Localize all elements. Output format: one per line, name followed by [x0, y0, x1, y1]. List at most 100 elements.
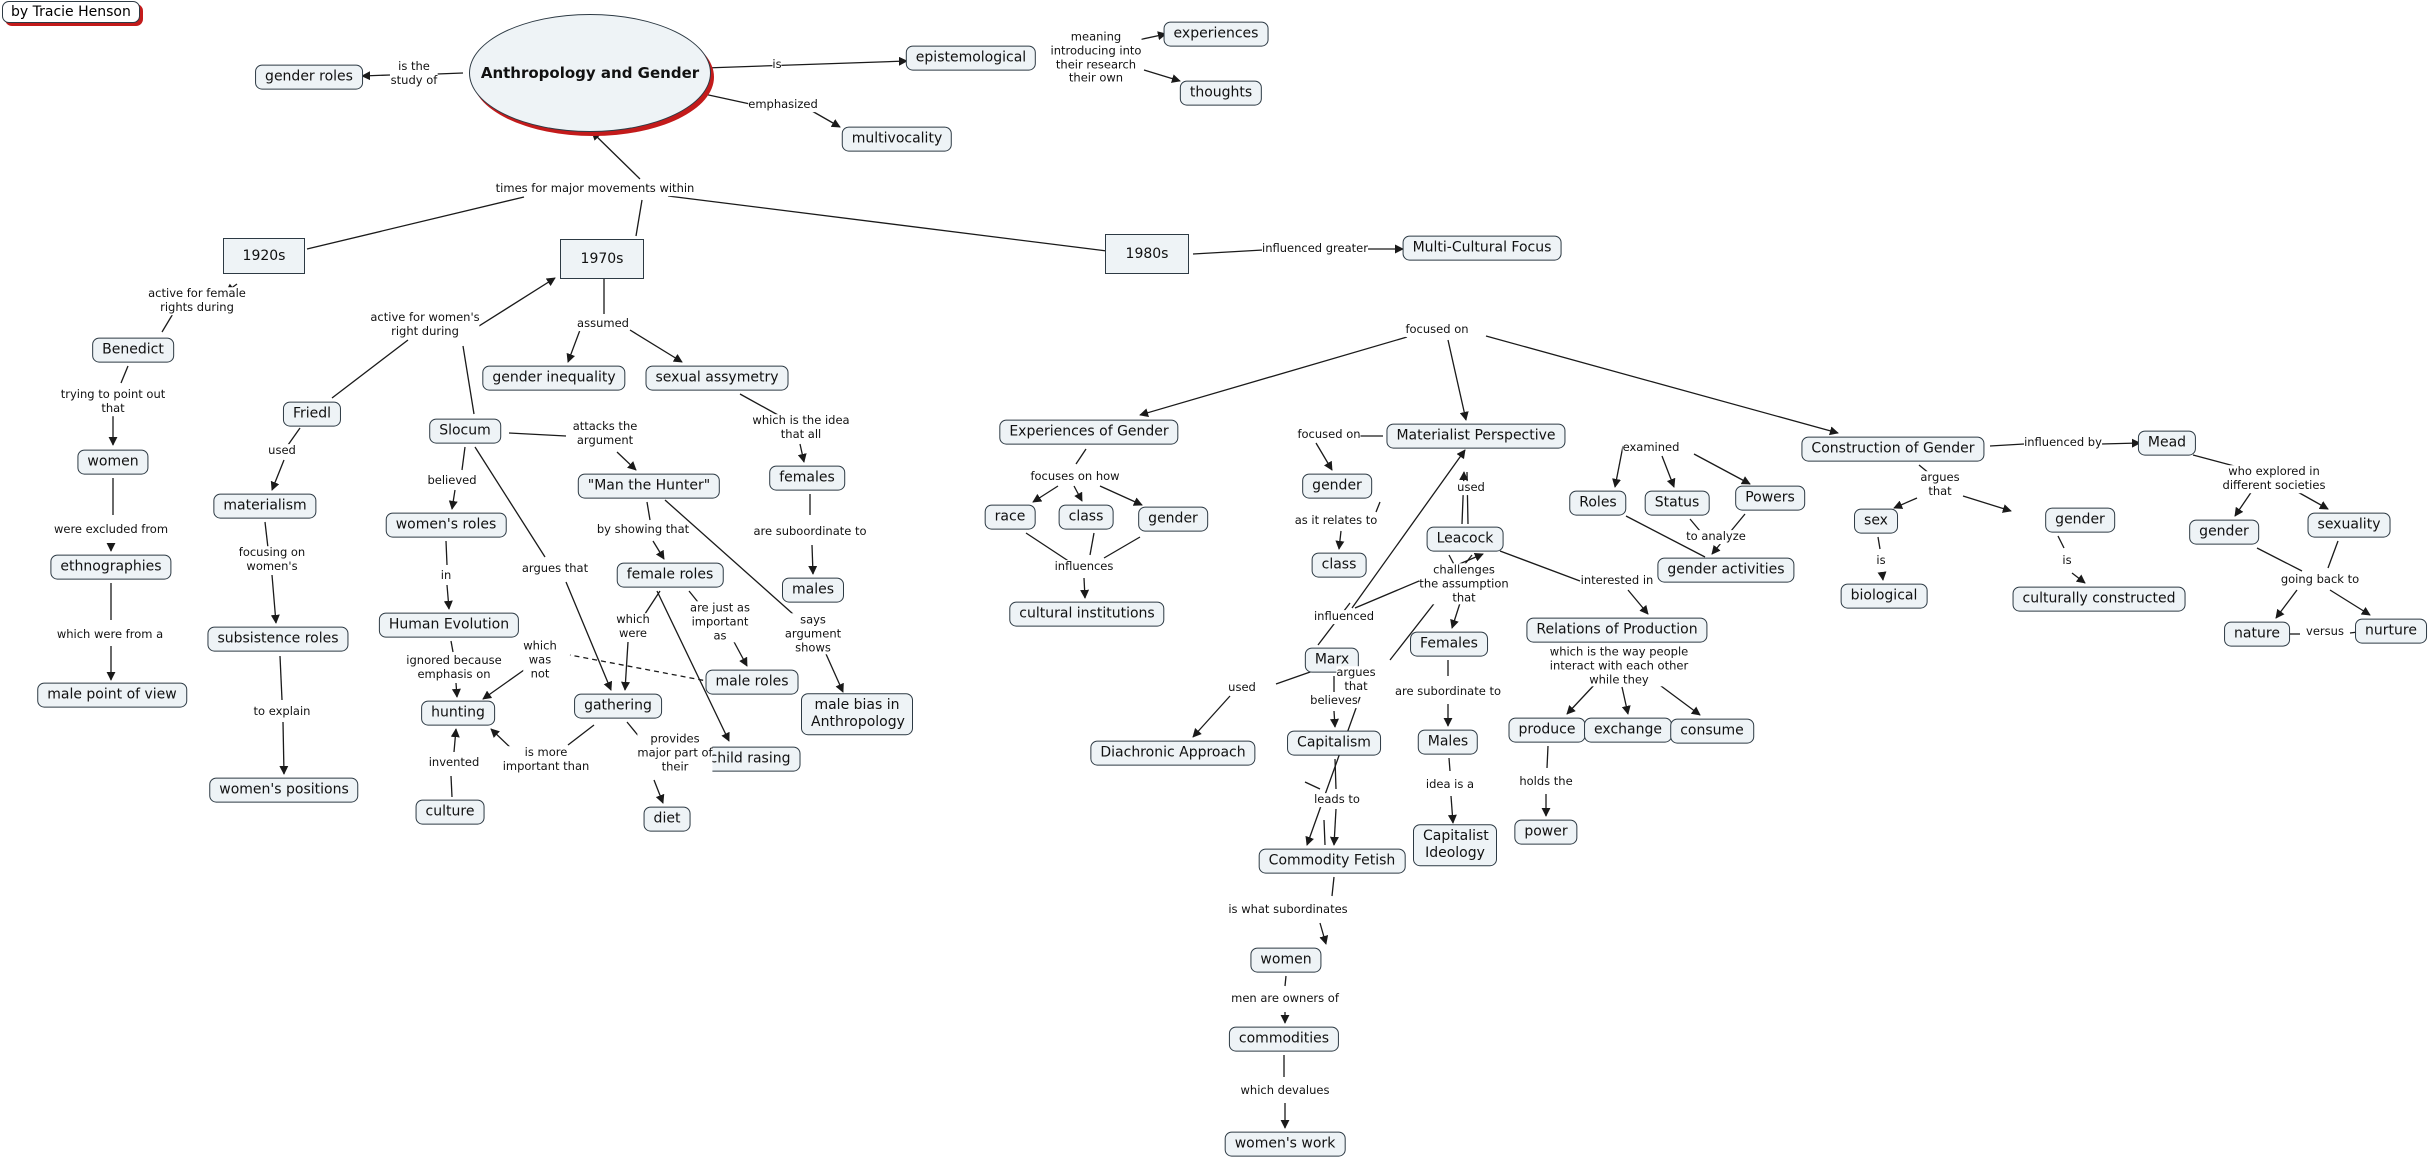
node-status[interactable]: Status	[1644, 490, 1710, 516]
connector-line-106	[1331, 876, 1335, 897]
node-anthropology-and-gender[interactable]: Anthropology and Gender	[469, 14, 711, 132]
connector-line-130	[2071, 572, 2086, 584]
node-child-rasing[interactable]: child rasing	[699, 746, 801, 772]
node-gender-2[interactable]: gender	[1302, 473, 1372, 499]
node-culture[interactable]: culture	[415, 799, 485, 825]
node-womens-work[interactable]: women's work	[1224, 1131, 1346, 1157]
node-female-roles[interactable]: female roles	[616, 562, 724, 588]
node-culturally-constructed[interactable]: culturally constructed	[2012, 586, 2186, 612]
node-human-evolution[interactable]: Human Evolution	[378, 612, 520, 638]
connector-line-67	[1485, 335, 1839, 436]
node-roles[interactable]: Roles	[1569, 490, 1627, 516]
node-thoughts[interactable]: thoughts	[1179, 80, 1263, 106]
node-commodity-fetish[interactable]: Commodity Fetish	[1258, 848, 1406, 874]
node-gender-1[interactable]: gender	[1138, 506, 1208, 532]
node-gathering[interactable]: gathering	[574, 693, 662, 719]
node-benedict[interactable]: Benedict	[92, 337, 174, 363]
node-males-2[interactable]: Males	[1417, 729, 1479, 755]
node-sex[interactable]: sex	[1854, 508, 1898, 534]
node-class-1[interactable]: class	[1058, 504, 1114, 530]
node-male-bias[interactable]: male bias in Anthropology	[801, 693, 913, 735]
connector-line-129	[2057, 535, 2065, 549]
link-label-trying: trying to point out that	[60, 387, 166, 416]
author-credit: by Tracie Henson	[2, 1, 140, 23]
node-nature[interactable]: nature	[2224, 621, 2290, 647]
connector-line-71	[1099, 485, 1143, 506]
node-capitalism[interactable]: Capitalism	[1287, 730, 1381, 756]
link-label-to-analyze: to analyze	[1686, 529, 1746, 544]
node-epistemological[interactable]: epistemological	[905, 45, 1037, 71]
connector-line-62	[797, 443, 807, 463]
node-mead[interactable]: Mead	[2137, 430, 2197, 456]
connector-line-128	[1877, 571, 1887, 581]
node-construction-of-gender[interactable]: Construction of Gender	[1801, 436, 1985, 462]
node-hunting[interactable]: hunting	[421, 700, 495, 726]
node-friedl[interactable]: Friedl	[282, 401, 342, 427]
node-gender-roles[interactable]: gender roles	[255, 64, 363, 90]
node-leacock[interactable]: Leacock	[1426, 526, 1504, 552]
node-women-2[interactable]: women	[1250, 947, 1322, 973]
node-gender-activities[interactable]: gender activities	[1657, 557, 1795, 583]
node-women-1[interactable]: women	[77, 449, 149, 475]
connector-line-54	[567, 724, 595, 746]
node-slocum[interactable]: Slocum	[429, 418, 501, 444]
node-male-point-of-view[interactable]: male point of view	[37, 682, 187, 708]
node-race[interactable]: race	[984, 504, 1036, 530]
node-nurture[interactable]: nurture	[2355, 618, 2427, 644]
connector-line-46	[621, 641, 630, 691]
node-produce[interactable]: produce	[1508, 717, 1586, 743]
node-sexual-assymetry[interactable]: sexual assymetry	[645, 365, 789, 391]
link-label-influenced: influenced	[1313, 609, 1375, 624]
node-class-2[interactable]: class	[1311, 552, 1367, 578]
node-materialist-perspective[interactable]: Materialist Perspective	[1386, 423, 1566, 449]
link-label-which-was-not: which was not	[523, 638, 557, 681]
node-capitalist-ideology[interactable]: Capitalist Ideology	[1413, 824, 1497, 866]
node-gender-3[interactable]: gender	[2045, 507, 2115, 533]
node-male-roles[interactable]: male roles	[705, 669, 799, 695]
node-ethnographies[interactable]: ethnographies	[50, 554, 172, 580]
node-females-2[interactable]: Females	[1410, 631, 1488, 657]
link-label-active-womens: active for women's right during	[370, 310, 480, 339]
node-1920s[interactable]: 1920s	[223, 238, 305, 274]
connector-line-105	[1323, 819, 1326, 846]
node-subsistence-roles[interactable]: subsistence roles	[207, 626, 349, 652]
link-label-is-the-study-of: is the study of	[390, 59, 438, 88]
node-womens-positions[interactable]: women's positions	[209, 777, 359, 803]
node-relations-of-production[interactable]: Relations of Production	[1526, 617, 1708, 643]
node-multi-cultural-focus[interactable]: Multi-Cultural Focus	[1402, 235, 1562, 261]
node-power[interactable]: power	[1514, 819, 1578, 845]
node-consume[interactable]: consume	[1670, 718, 1754, 744]
node-biological[interactable]: biological	[1840, 583, 1928, 609]
link-label-invented: invented	[428, 755, 480, 770]
node-diachronic-approach[interactable]: Diachronic Approach	[1090, 740, 1256, 766]
link-label-way-people: which is the way people interact with ea…	[1549, 644, 1689, 687]
link-label-which-were: which were	[616, 612, 650, 641]
connector-line-99	[1330, 710, 1339, 728]
node-exchange[interactable]: exchange	[1584, 717, 1672, 743]
node-marx[interactable]: Marx	[1304, 647, 1360, 673]
node-experiences[interactable]: experiences	[1163, 21, 1269, 47]
connector-line-69	[1032, 485, 1059, 503]
node-materialism[interactable]: materialism	[213, 493, 317, 519]
node-males-1[interactable]: males	[781, 577, 845, 603]
node-powers[interactable]: Powers	[1735, 485, 1805, 511]
node-multivocality[interactable]: multivocality	[841, 126, 953, 152]
node-cultural-institutions[interactable]: cultural institutions	[1009, 601, 1165, 627]
link-label-challenges: challenges the assumption that	[1419, 562, 1509, 605]
connector-line-96	[1275, 670, 1314, 685]
connector-line-57	[653, 779, 665, 804]
node-sexuality[interactable]: sexuality	[2307, 512, 2391, 538]
node-1970s[interactable]: 1970s	[560, 239, 644, 279]
node-gender-4[interactable]: gender	[2189, 519, 2259, 545]
node-diet[interactable]: diet	[643, 806, 691, 832]
node-experiences-of-gender[interactable]: Experiences of Gender	[999, 419, 1179, 445]
connector-line-73	[1089, 532, 1095, 556]
node-1980s[interactable]: 1980s	[1105, 234, 1189, 274]
node-man-the-hunter[interactable]: "Man the Hunter"	[577, 473, 721, 499]
node-gender-inequality[interactable]: gender inequality	[482, 365, 626, 391]
node-commodities[interactable]: commodities	[1228, 1026, 1340, 1052]
node-females-1[interactable]: females	[769, 465, 845, 491]
node-womens-roles[interactable]: women's roles	[385, 512, 507, 538]
connector-line-122	[1989, 443, 2025, 447]
link-label-interested: interested in	[1580, 573, 1654, 588]
